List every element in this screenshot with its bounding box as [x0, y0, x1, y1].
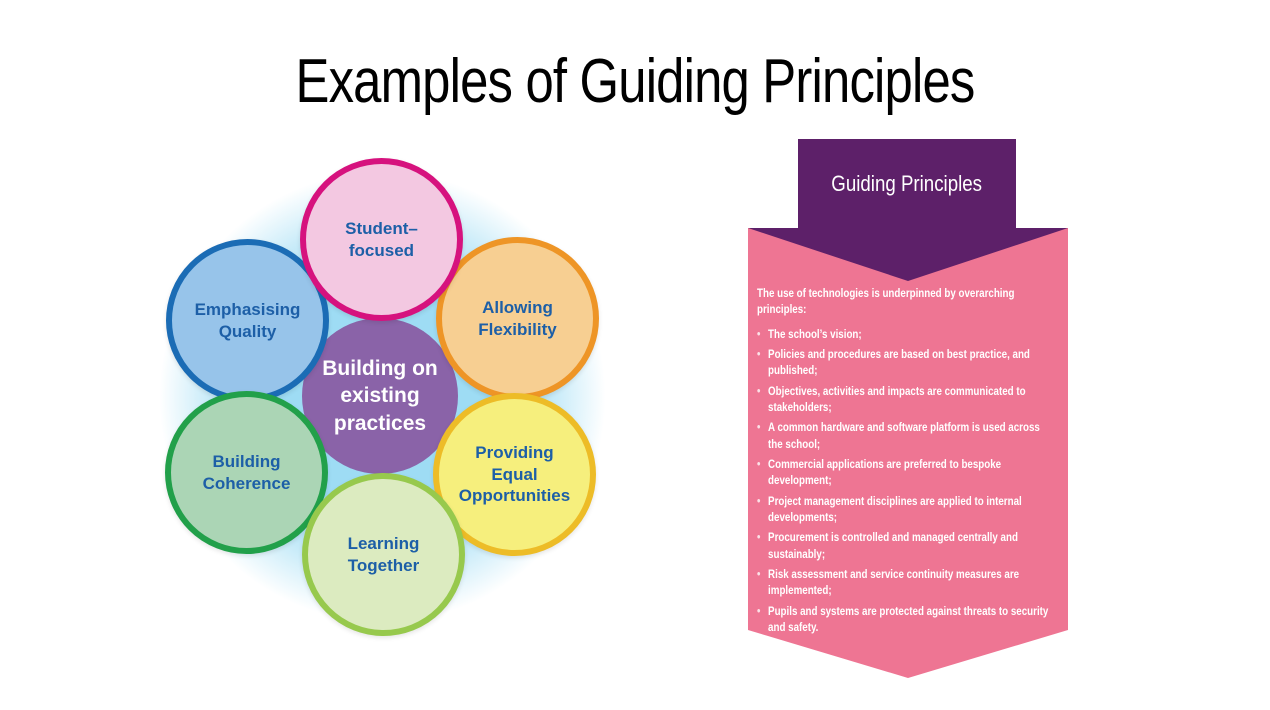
bullet-text: Policies and procedures are based on bes… — [768, 348, 1030, 378]
banner-ribbon-shape — [748, 228, 1068, 678]
banner-purple-chevron — [748, 228, 1068, 281]
banner-body: The use of technologies is underpinned b… — [757, 286, 1065, 640]
petal-allowing-flexibility: Allowing Flexibility — [436, 237, 599, 400]
petal-label: Allowing Flexibility — [478, 297, 557, 339]
bullet-marker: • — [757, 568, 761, 581]
petal-label: Learning Together — [347, 533, 420, 575]
petal-label: Emphasising Quality — [194, 299, 301, 341]
bullet-item: • Procurement is controlled and managed c… — [757, 530, 1065, 563]
petal-label: Providing Equal Opportunities — [458, 442, 571, 506]
bullet-text: Risk assessment and service continuity m… — [768, 568, 1020, 598]
center-circle-label: Building on existing practices — [322, 357, 438, 435]
bullet-item: • Commercial applications are preferred t… — [757, 457, 1065, 490]
bullet-marker: • — [757, 328, 761, 341]
banner-header: Guiding Principles — [798, 139, 1016, 229]
bullet-marker: • — [757, 348, 761, 361]
bullet-text: Objectives, activities and impacts are c… — [768, 385, 1026, 414]
bullet-marker: • — [757, 532, 761, 545]
bullet-text: A common hardware and software platform … — [768, 422, 1040, 451]
bullet-marker: • — [757, 385, 761, 398]
bullet-marker: • — [757, 495, 761, 508]
bullet-item: • The school’s vision; — [757, 327, 1065, 343]
bullet-item: • A common hardware and software platform… — [757, 420, 1065, 453]
petal-label: Building Coherence — [202, 451, 291, 493]
banner-header-label: Guiding Principles — [831, 171, 983, 196]
banner-pink-panel — [748, 228, 1068, 678]
page-title: Examples of Guiding Principles — [295, 47, 975, 116]
petal-building-coherence: Building Coherence — [165, 391, 328, 554]
bullet-item: • Policies and procedures are based on be… — [757, 347, 1065, 380]
bullet-text: Commercial applications are preferred to… — [768, 458, 1002, 488]
bullet-item: • Project management disciplines are appl… — [757, 494, 1065, 527]
bullet-text: Pupils and systems are protected against… — [768, 605, 1049, 634]
banner-intro-text: The use of technologies is underpinned b… — [757, 288, 1015, 317]
bullet-item: • Objectives, activities and impacts are … — [757, 384, 1065, 417]
banner-bullet-list: • The school’s vision; • Policies and proc… — [757, 327, 1065, 637]
petal-label: Student– focused — [345, 218, 418, 260]
bullet-item: • Risk assessment and service continuity … — [757, 567, 1065, 600]
bullet-marker: • — [757, 605, 761, 618]
petal-learning-together: Learning Together — [302, 473, 465, 636]
bullet-text: Procurement is controlled and managed ce… — [768, 532, 1018, 561]
bullet-text: Project management disciplines are appli… — [768, 495, 1022, 524]
guiding-principles-flower-diagram: Building on existing practices Student– … — [140, 152, 625, 642]
petal-student-focused: Student– focused — [300, 158, 463, 321]
bullet-marker: • — [757, 458, 761, 471]
center-circle-building-on-existing-practices: Building on existing practices — [302, 318, 458, 474]
bullet-marker: • — [757, 422, 761, 435]
bullet-text: The school’s vision; — [768, 328, 862, 341]
bullet-item: • Pupils and systems are protected agains… — [757, 604, 1065, 637]
